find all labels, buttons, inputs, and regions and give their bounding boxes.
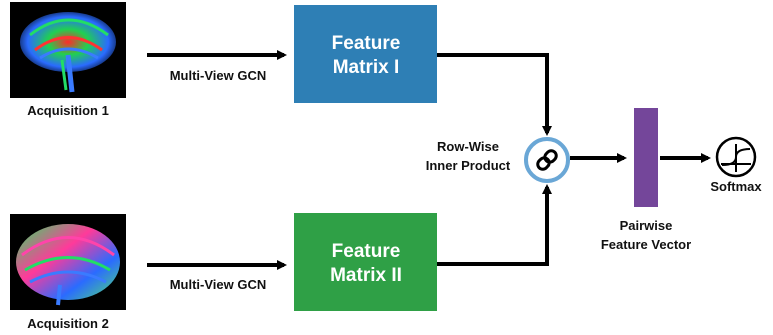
arrow-matrix1-to-combiner — [437, 53, 552, 136]
feature-matrix-2-box — [294, 213, 437, 311]
acquisition-1-caption: Acquisition 1 — [27, 103, 109, 118]
acquisition-2-caption: Acquisition 2 — [27, 316, 109, 331]
feature-matrix-2-line1: Feature — [332, 241, 401, 262]
feature-matrix-1-line2: Matrix I — [333, 57, 400, 78]
pairwise-feature-vector-bar — [634, 108, 658, 207]
combiner-label-line2: Inner Product — [426, 158, 511, 173]
combiner-label-line1: Row-Wise — [437, 139, 499, 154]
pairwise-label-line2: Feature Vector — [601, 237, 691, 252]
feature-matrix-2-line2: Matrix II — [330, 265, 402, 286]
feature-matrix-1-box — [294, 5, 437, 103]
link-chain-icon — [536, 149, 558, 171]
edge-label-gcn-1: Multi-View GCN — [170, 68, 267, 83]
softmax-label: Softmax — [710, 179, 762, 194]
arrow-matrix2-to-combiner — [437, 184, 552, 266]
brain-image-1 — [10, 2, 126, 98]
step-function-icon — [721, 144, 751, 172]
pairwise-label-line1: Pairwise — [620, 218, 673, 233]
brain-image-2 — [10, 214, 126, 310]
feature-matrix-1-line1: Feature — [332, 33, 401, 54]
edge-label-gcn-2: Multi-View GCN — [170, 277, 267, 292]
